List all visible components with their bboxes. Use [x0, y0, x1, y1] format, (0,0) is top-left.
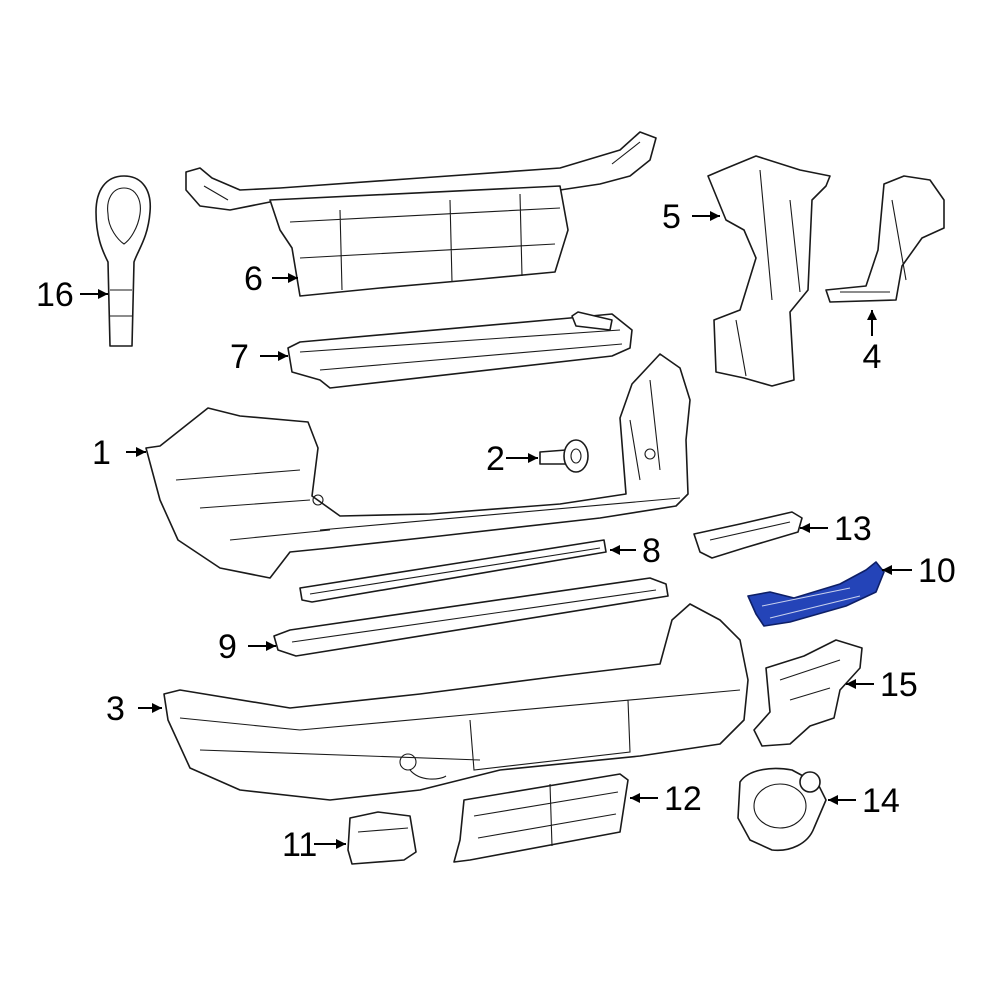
arrowhead-c8: [610, 545, 620, 555]
callout-6: 6: [244, 260, 263, 298]
arrowhead-c16: [98, 289, 108, 299]
callout-11: 11: [282, 826, 317, 864]
part-8-trim-strip: [299, 539, 607, 603]
callout-2: 2: [486, 440, 505, 478]
arrowhead-c15: [846, 679, 856, 689]
arrowhead-c12: [630, 793, 640, 803]
arrowhead-c5: [710, 211, 720, 221]
arrowhead-c13: [800, 523, 810, 533]
arrowhead-c11: [336, 839, 346, 849]
part-15-bracket: [753, 639, 863, 747]
part-11-small-trim: [347, 811, 417, 865]
callout-14: 14: [862, 782, 900, 820]
callout-labels: 1 2 3 4 5 6 7 8 9 10 11 12 13 14 15 16: [36, 198, 956, 864]
arrowhead-c9: [266, 641, 276, 651]
part-5-bracket: [707, 155, 831, 387]
callout-7: 7: [230, 338, 249, 376]
callout-5: 5: [662, 198, 681, 236]
callout-9: 9: [218, 628, 237, 666]
part-14-sensor-bracket: [737, 767, 827, 852]
callout-16: 16: [36, 276, 74, 314]
part-13-bracket: [693, 511, 803, 559]
part-2-push-pin: [539, 439, 589, 473]
arrowhead-c1: [136, 447, 146, 457]
part-16-tow-eye: [95, 175, 151, 347]
part-9-absorber: [273, 577, 669, 657]
arrowhead-c4: [867, 310, 877, 320]
part-6-bumper-carrier: [185, 131, 657, 297]
callout-8: 8: [642, 532, 661, 570]
part-10-bracket-highlighted: [747, 561, 885, 627]
arrowhead-c7: [278, 351, 288, 361]
callout-1: 1: [92, 434, 111, 472]
callout-10[interactable]: 10: [918, 552, 956, 590]
arrowhead-c3: [152, 703, 162, 713]
part-4-side-bracket: [825, 175, 945, 303]
part-12-trim-panel: [453, 773, 629, 863]
callout-15: 15: [880, 666, 918, 704]
part-7-impact-beam: [287, 311, 633, 389]
callout-3: 3: [106, 690, 125, 728]
callout-12: 12: [664, 780, 702, 818]
callout-4: 4: [863, 338, 882, 376]
arrowhead-c10: [882, 565, 892, 575]
leader-lines: [80, 211, 912, 849]
part-3-lower-valance: [163, 603, 749, 801]
arrowhead-c6: [288, 273, 298, 283]
part-1-bumper-fascia: [145, 353, 691, 579]
arrowhead-c2: [528, 453, 538, 463]
arrowhead-c14: [828, 795, 838, 805]
callout-13: 13: [834, 510, 872, 548]
